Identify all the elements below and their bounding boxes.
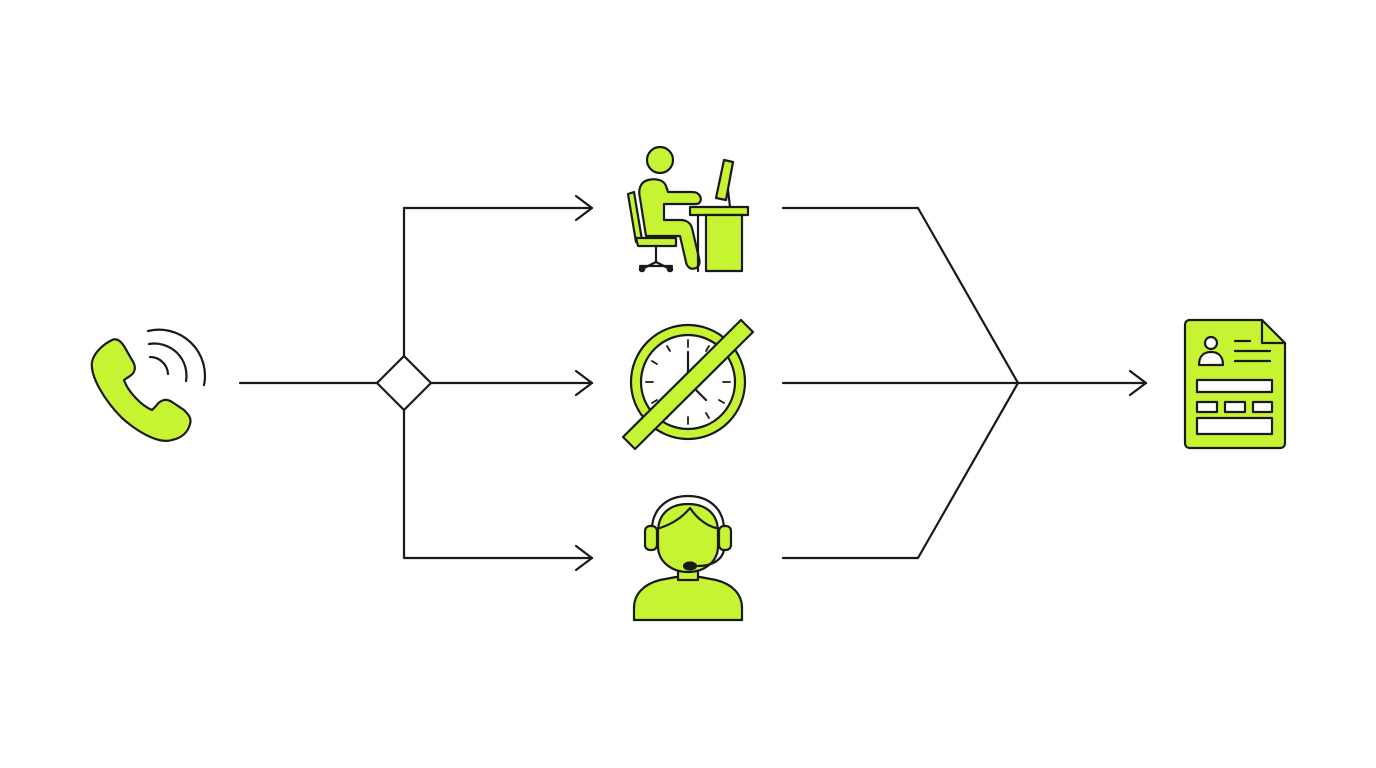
headset-agent-icon [632,494,744,622]
desk-worker-icon [626,145,750,273]
phone-ringing-icon [90,328,207,442]
connectors [238,194,1148,572]
edge-office-to-merge [781,206,1020,385]
decision-diamond [375,354,433,412]
edge-support-to-merge [781,381,1020,560]
arrowhead-office [574,194,594,222]
arrowhead-after-hours [574,369,594,397]
contact-document-icon [1183,318,1287,450]
arrowhead-record [1128,369,1148,397]
arrowhead-support [574,544,594,572]
clock-crossed-icon [621,318,755,451]
